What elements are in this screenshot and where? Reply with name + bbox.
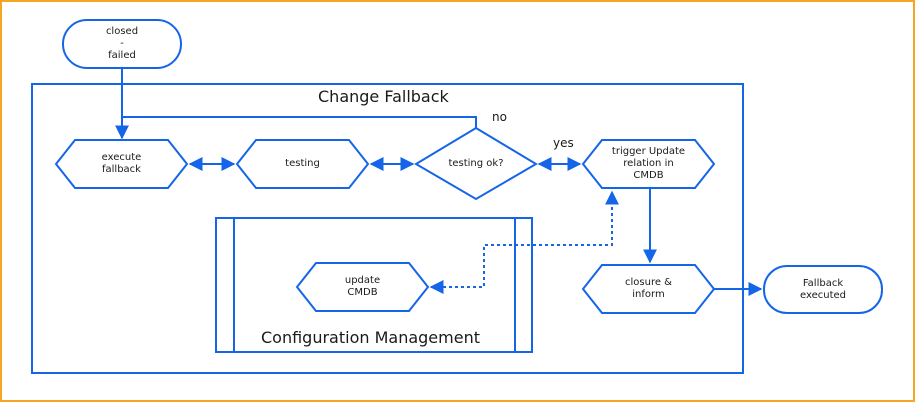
update-cmdb-node — [295, 262, 430, 312]
execute-fallback-node — [54, 139, 189, 189]
testing-label: testing — [285, 158, 320, 169]
cmdb-trigger-dotted-connector — [429, 190, 619, 294]
update-cmdb-label: update CMDB — [344, 275, 381, 298]
trigger-update-node — [581, 139, 716, 189]
no-edge-label: no — [492, 110, 507, 124]
trigger-update-label: trigger Update relation in CMDB — [611, 146, 686, 181]
no-loop-connector — [121, 116, 477, 128]
execute-fallback-label: execute fallback — [101, 152, 142, 175]
configuration-management-title: Configuration Management — [261, 328, 480, 347]
end-label: Fallback executed — [800, 277, 846, 301]
testing-node — [235, 139, 370, 189]
decision-label: testing ok? — [448, 157, 504, 169]
change-fallback-title: Change Fallback — [318, 87, 449, 106]
change-fallback-container — [31, 83, 744, 374]
yes-edge-label: yes — [553, 136, 574, 150]
start-label: closed - failed — [105, 26, 139, 61]
closure-inform-label: closure & inform — [625, 277, 672, 300]
end-terminator — [763, 265, 883, 314]
